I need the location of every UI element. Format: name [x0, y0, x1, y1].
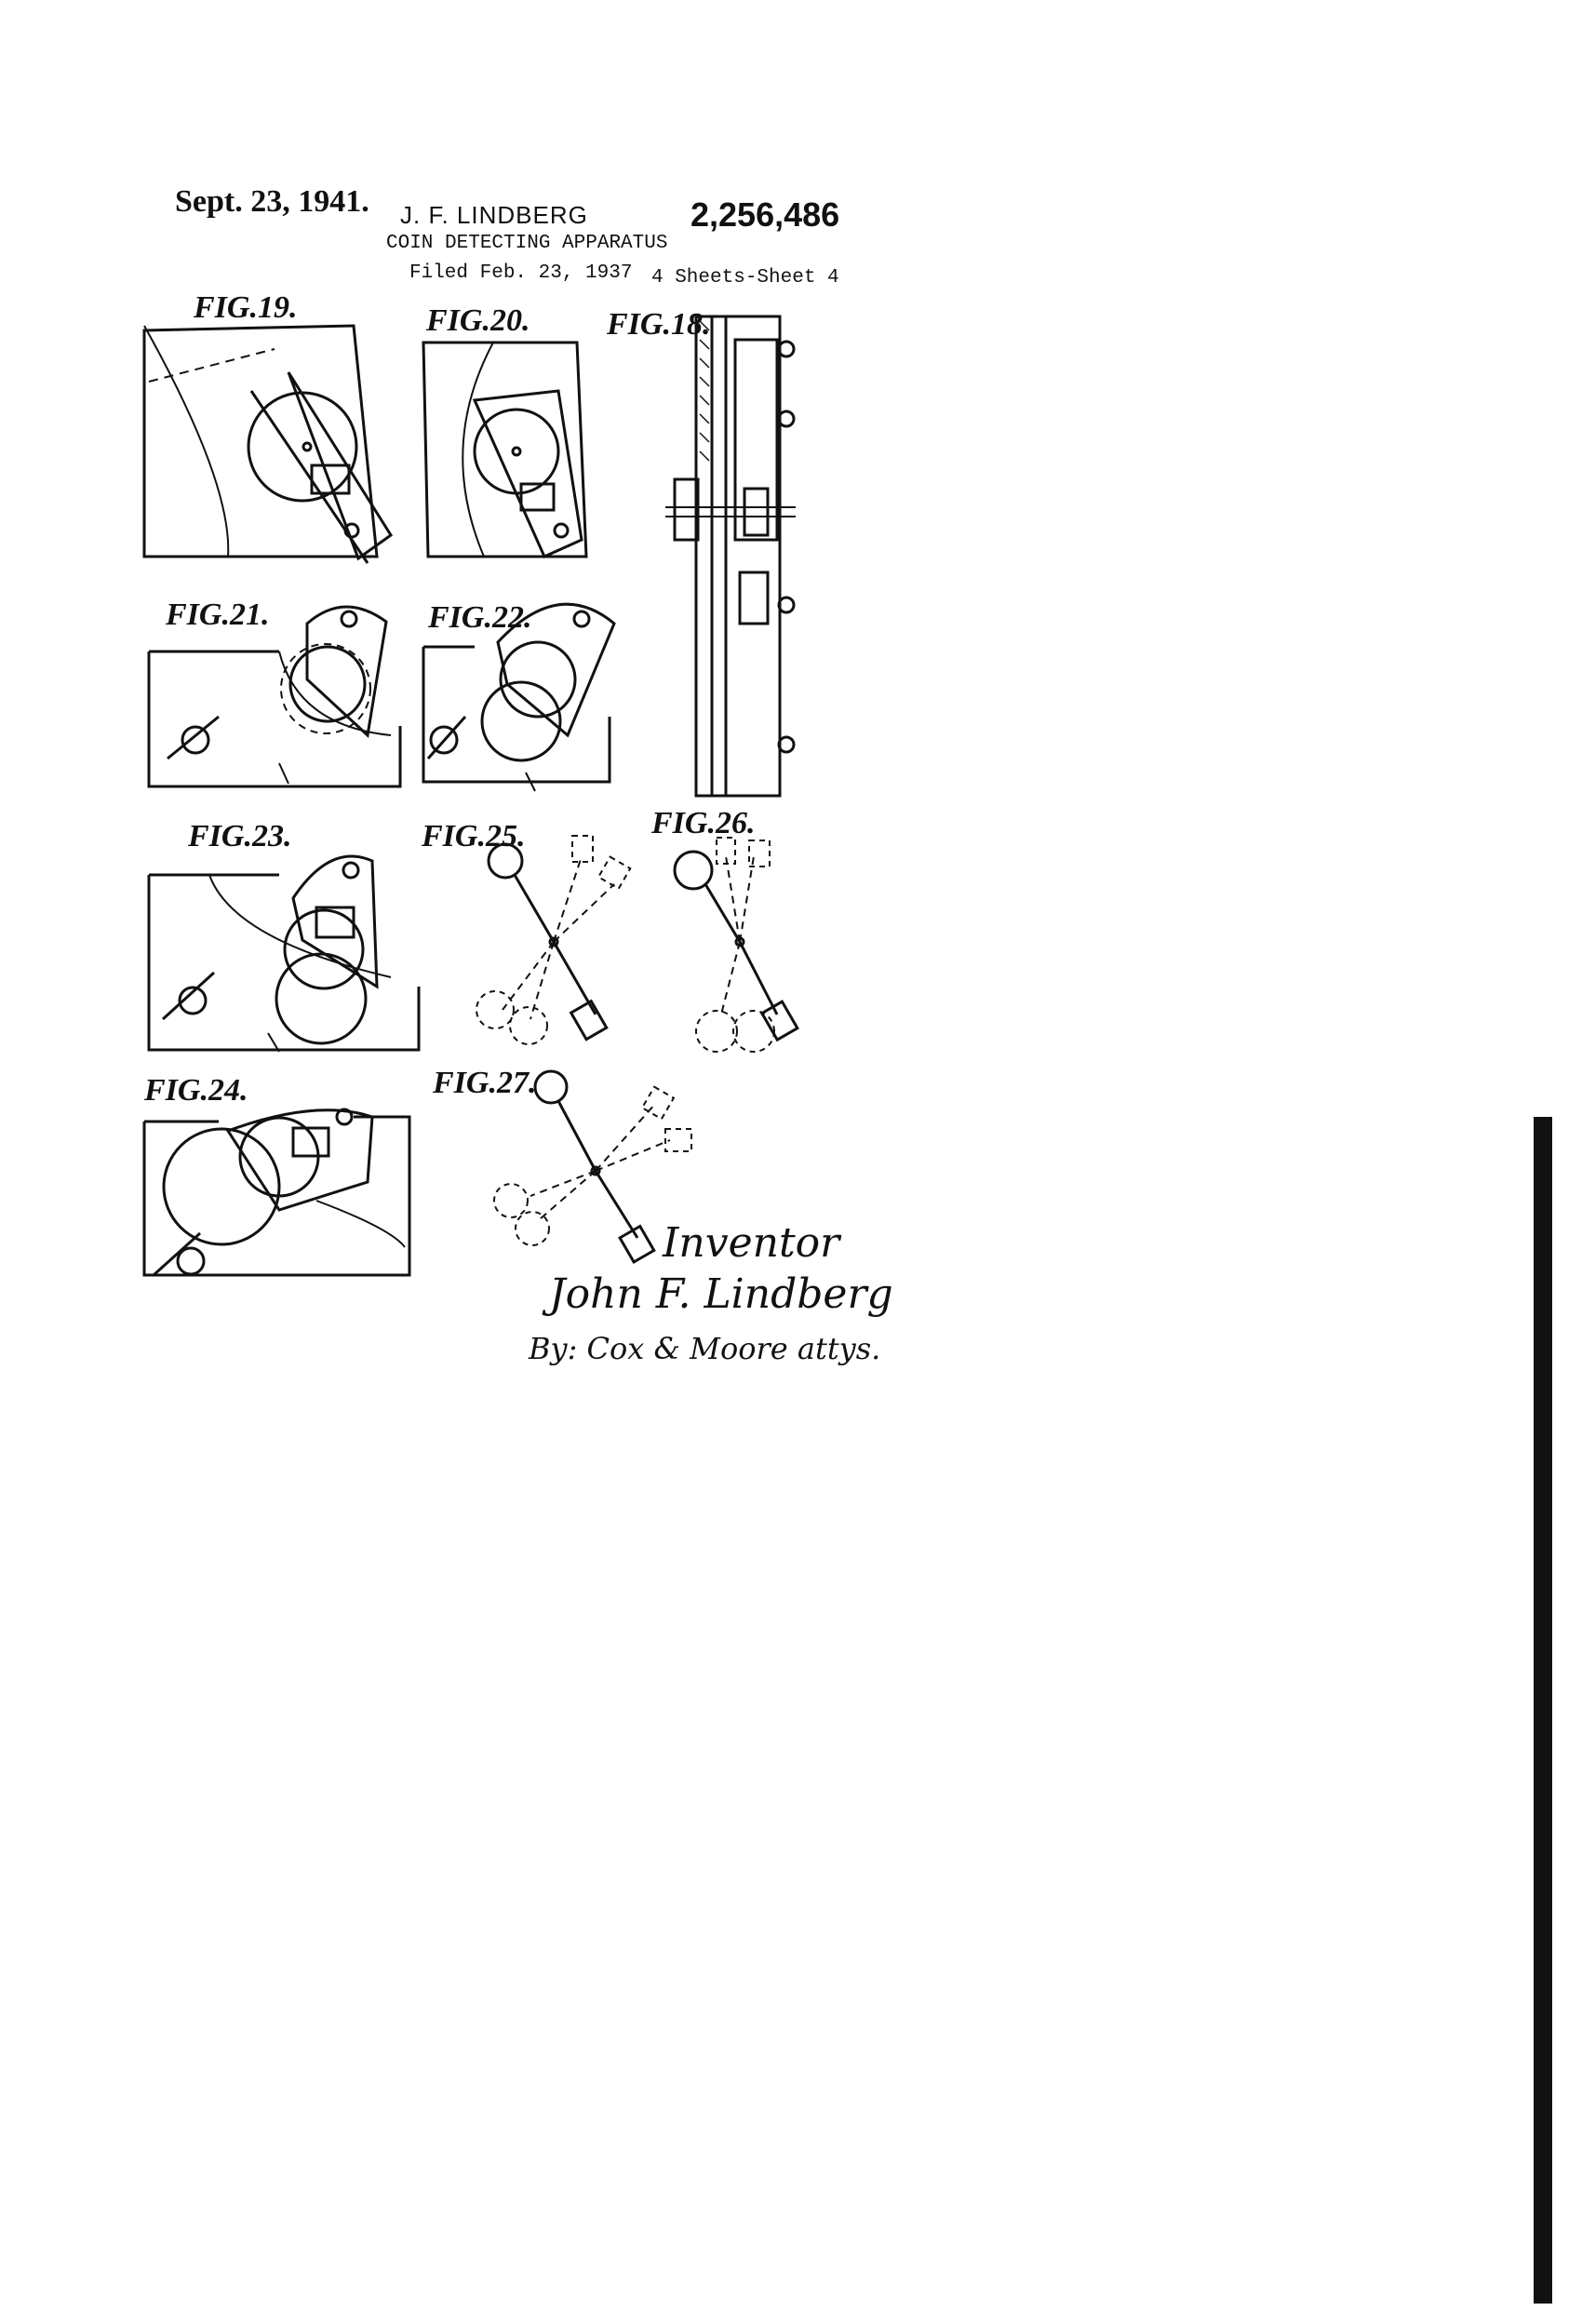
fig-27-label: FIG.27.	[433, 1066, 537, 1100]
fig-27-drawing	[494, 1071, 691, 1262]
patent-number: 2,256,486	[690, 195, 840, 234]
filing-date: Filed Feb. 23, 1937	[409, 262, 633, 284]
fig-18-details	[779, 342, 794, 752]
fig-24-label: FIG.24.	[144, 1073, 248, 1108]
patent-date: Sept. 23, 1941.	[175, 184, 369, 219]
fig-19-label: FIG.19.	[194, 290, 298, 325]
fig-19-drawing	[144, 326, 391, 563]
inventor-name: J. F. LINDBERG	[400, 201, 588, 229]
inventor-heading: Inventor	[663, 1219, 840, 1267]
inventor-signature: John F. Lindberg	[549, 1270, 893, 1318]
fig-25-drawing	[476, 836, 630, 1044]
scan-edge	[1534, 1117, 1552, 2304]
fig-20-drawing	[423, 343, 586, 557]
fig-24-drawing	[144, 1109, 409, 1275]
patent-title: COIN DETECTING APPARATUS	[386, 233, 668, 254]
fig-25-label: FIG.25.	[422, 819, 526, 853]
fig-26-label: FIG.26.	[651, 806, 756, 840]
fig-23-label: FIG.23.	[188, 819, 292, 853]
fig-22-drawing	[423, 604, 614, 791]
sheet-count: 4 Sheets-Sheet 4	[651, 267, 839, 289]
fig-26-drawing	[675, 838, 798, 1052]
fig-20-label: FIG.20.	[426, 303, 530, 338]
fig-23-drawing	[149, 856, 419, 1052]
fig-21-drawing	[149, 607, 400, 786]
fig-21-label: FIG.21.	[166, 598, 270, 632]
fig-18-drawing	[665, 316, 796, 796]
fig-18-label: FIG.18.	[607, 307, 711, 342]
fig-22-label: FIG.22.	[428, 600, 532, 635]
attorney-signature: By: Cox & Moore attys.	[529, 1331, 881, 1366]
